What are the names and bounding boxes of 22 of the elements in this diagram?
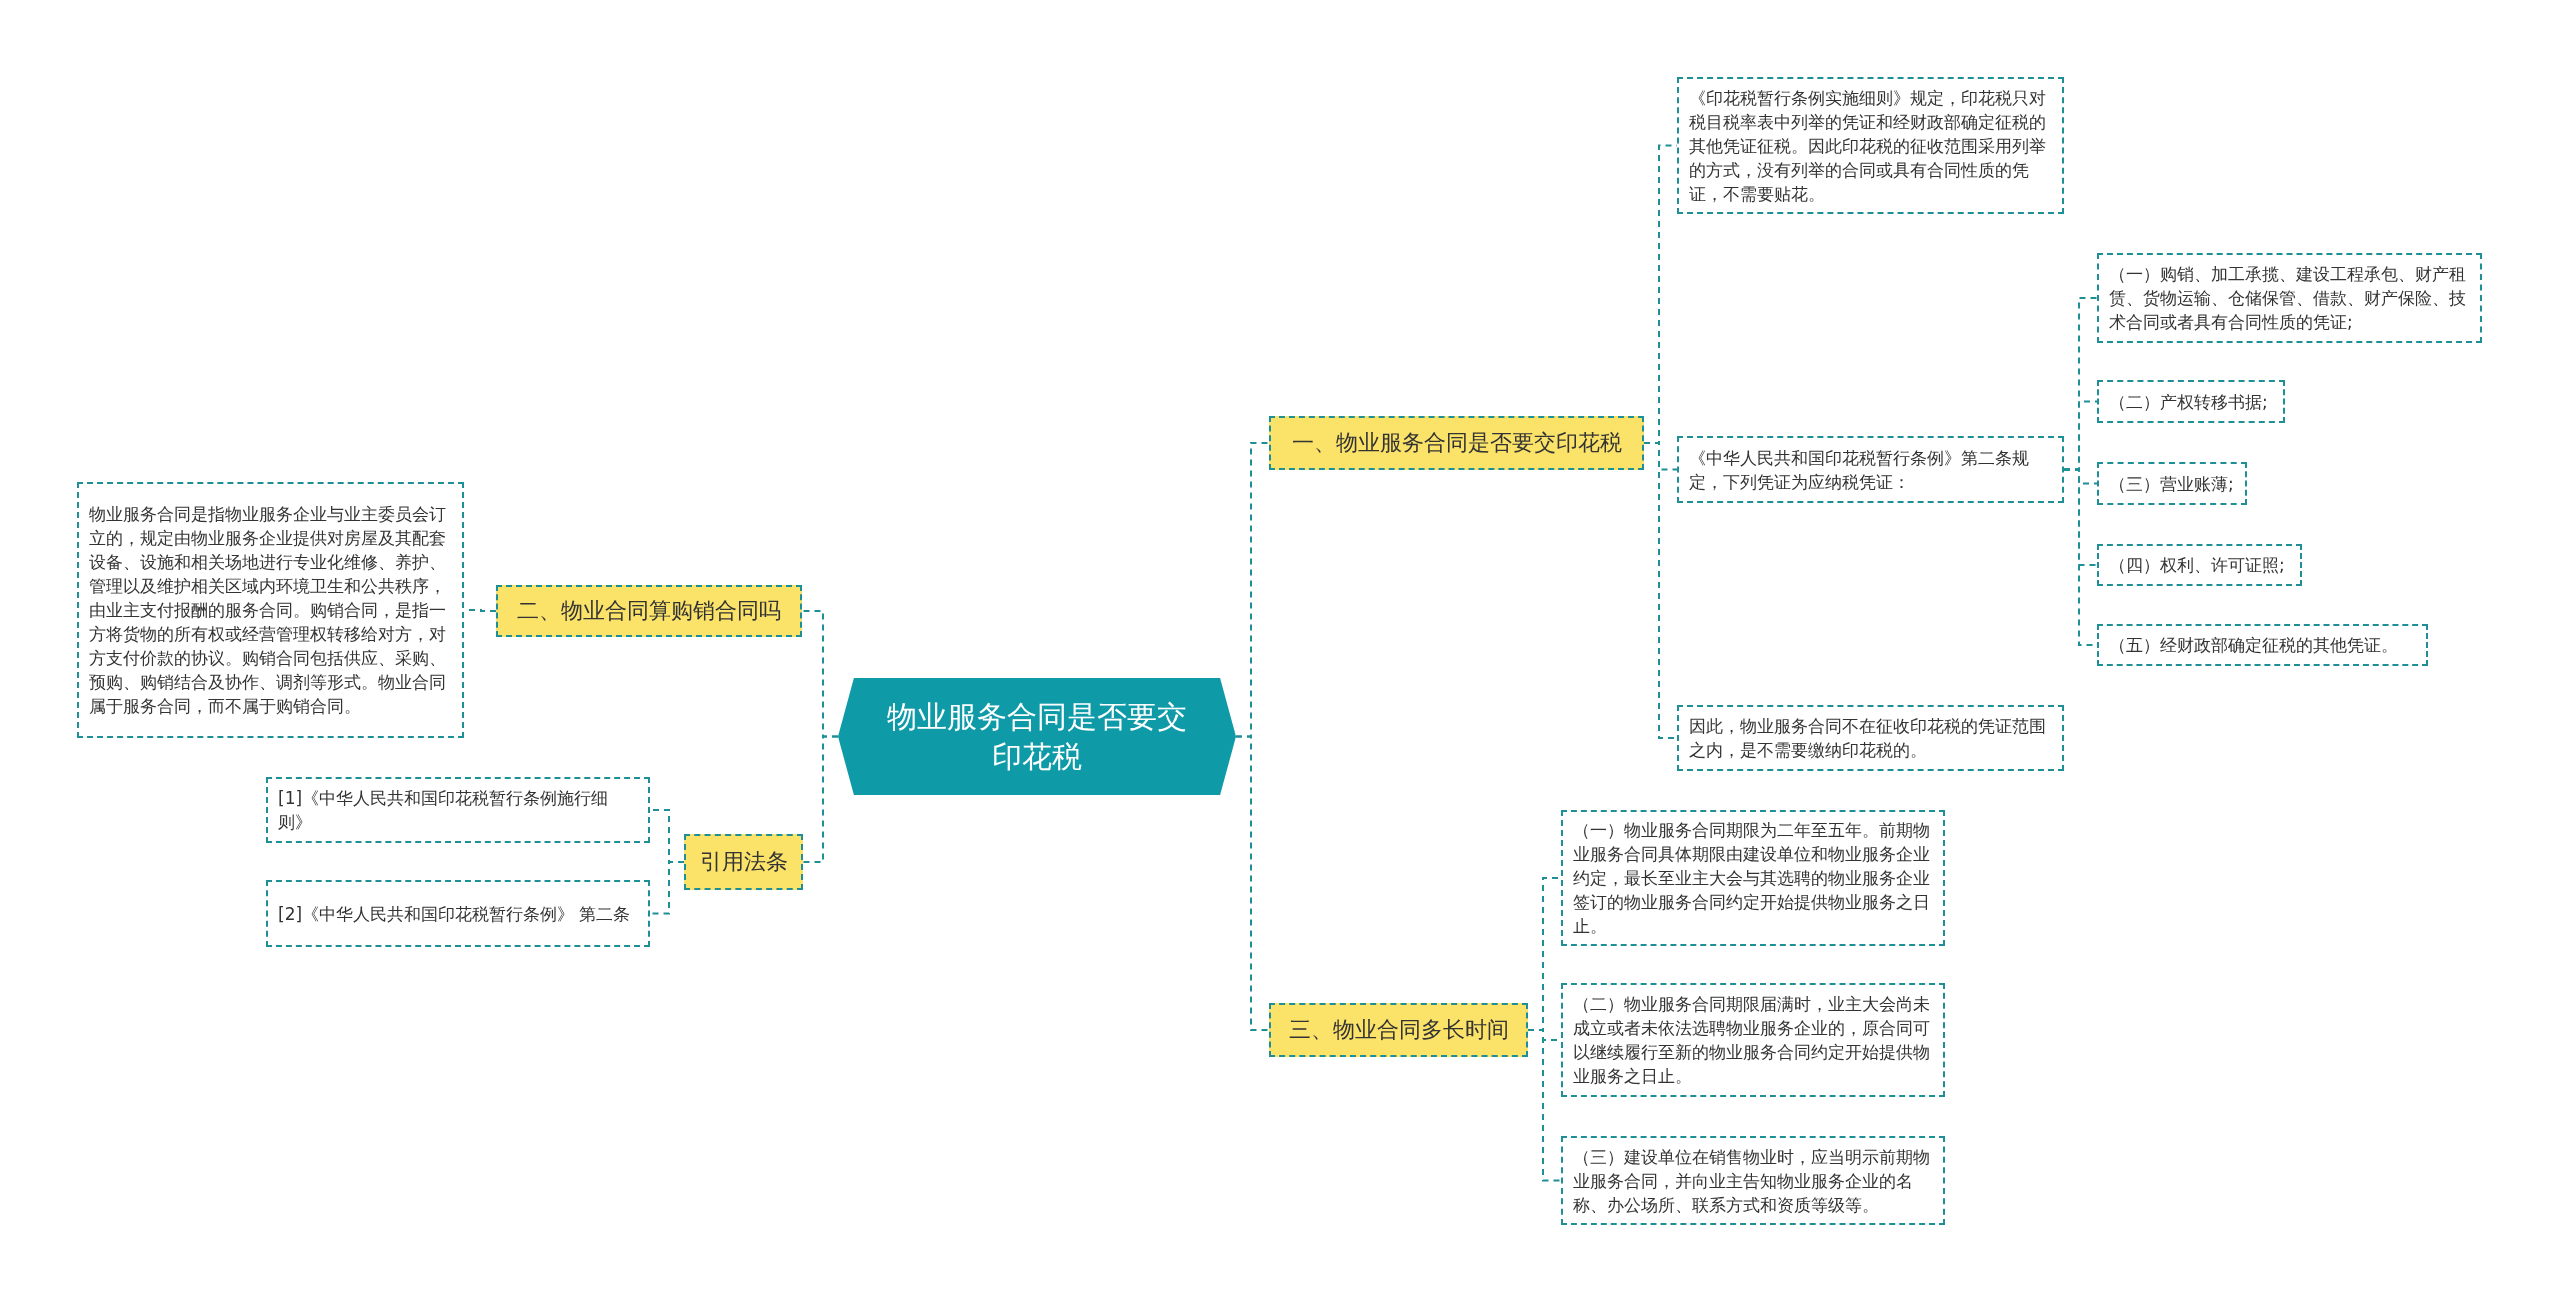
note-box: （一）物业服务合同期限为二年至五年。前期物业服务合同具体期限由建设单位和物业服务企业约定，最长至业主大会与其选聘的物业服务企业签订的物业服务合同约定开始提供物业服务之日止。: [1561, 810, 1945, 946]
note-box: （五）经财政部确定征税的其他凭证。: [2097, 624, 2428, 666]
topic-box: 三、物业合同多长时间: [1269, 1003, 1528, 1057]
note-box: 《印花税暂行条例实施细则》规定，印花税只对税目税率表中列举的凭证和经财政部确定征税的其他凭证征税。因此印花税的征收范围采用列举的方式，没有列举的合同或具有合同性质的凭证，不需要贴花。: [1677, 77, 2064, 214]
note-box: 《中华人民共和国印花税暂行条例》第二条规定，下列凭证为应纳税凭证：: [1677, 436, 2064, 503]
note-box: [2]《中华人民共和国印花税暂行条例》 第二条: [266, 880, 650, 947]
connector: [802, 735, 839, 863]
note-box: 因此，物业服务合同不在征收印花税的凭证范围之内，是不需要缴纳印花税的。: [1677, 705, 2064, 771]
central-topic: 物业服务合同是否要交印花税: [838, 678, 1236, 795]
note-box: （四）权利、许可证照;: [2097, 544, 2302, 586]
note-box: 物业服务合同是指物业服务企业与业主委员会订立的，规定由物业服务企业提供对房屋及其配套设备、设施和相关场地进行专业化维修、养护、管理以及维护相关区域内环境卫生和公共秩序，由业主支付报酬的服务合同。购销合同，是指一方将货物的所有权或经营管理权转移给对方，对方支付价款的协议。购销合同包括供应、采购、预购、购销结合及协作、调剂等形式。物业合同属于服务合同，而不属于购销合同。: [77, 482, 464, 738]
note-box: （三）建设单位在销售物业时，应当明示前期物业服务合同，并向业主告知物业服务企业的名称、办公场所、联系方式和资质等级等。: [1561, 1136, 1945, 1225]
topic-box: 二、物业合同算购销合同吗: [496, 585, 802, 637]
note-box: （二）产权转移书据;: [2097, 380, 2285, 423]
note-box: [1]《中华人民共和国印花税暂行条例施行细则》: [266, 777, 650, 843]
connector: [1527, 1029, 1562, 1182]
topic-box: 引用法条: [684, 834, 803, 890]
note-box: （一）购销、加工承揽、建设工程承包、财产租赁、货物运输、仓储保管、借款、财产保险、技术合同或者具有合同性质的凭证;: [2097, 253, 2482, 343]
topic-box: 一、物业服务合同是否要交印花税: [1269, 416, 1644, 470]
note-box: （二）物业服务合同期限届满时，业主大会尚未成立或者未依法选聘物业服务企业的，原合同可以继续履行至新的物业服务合同约定开始提供物业服务之日止。: [1561, 983, 1945, 1097]
connector: [1235, 735, 1270, 1031]
note-box: （三）营业账薄;: [2097, 462, 2247, 505]
